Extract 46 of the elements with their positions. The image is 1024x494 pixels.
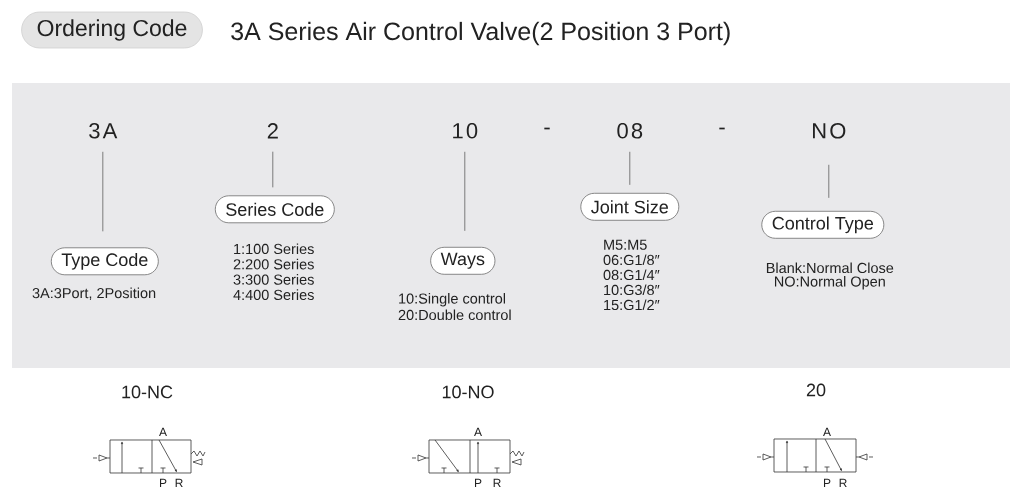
caption: 10-NC bbox=[122, 385, 173, 399]
option-text: 1:100 Series bbox=[234, 243, 314, 255]
leader-line bbox=[629, 151, 631, 186]
category-pill: Ways bbox=[430, 246, 496, 275]
code-text: 2 bbox=[267, 123, 278, 139]
option-text: 20:Double control bbox=[398, 309, 511, 321]
port-label: P bbox=[475, 478, 482, 488]
port-label: A bbox=[159, 427, 167, 437]
port-label: R bbox=[175, 478, 183, 488]
title: 3A Series Air Control Valve(2 Position 3 Port) bbox=[231, 21, 730, 46]
separator-dash: - bbox=[719, 127, 725, 130]
option-text: 06:G1/8″ bbox=[603, 254, 660, 266]
option-text: 4:400 Series bbox=[233, 289, 314, 300]
category-pill: Control Type bbox=[761, 210, 885, 239]
caption: 20 bbox=[806, 383, 826, 397]
option-text: 3A:3Port, 2Position bbox=[32, 287, 156, 300]
option-text: 15:G1/2″ bbox=[604, 299, 660, 311]
leader-line bbox=[102, 151, 104, 232]
category-pill: Joint Size bbox=[580, 192, 680, 221]
port-label: A bbox=[474, 427, 482, 437]
port-label: P bbox=[160, 478, 167, 488]
port-label: R bbox=[493, 478, 501, 488]
option-text: 10:G3/8″ bbox=[604, 284, 660, 296]
port-label: R bbox=[839, 478, 847, 488]
code-text: 10 bbox=[453, 123, 478, 139]
option-text: 08:G1/4″ bbox=[603, 269, 660, 281]
category-pill: Type Code bbox=[50, 247, 159, 276]
code-text: 3A bbox=[89, 123, 118, 139]
code-text: 08 bbox=[617, 123, 643, 139]
panel bbox=[12, 83, 1010, 368]
port-label: A bbox=[823, 427, 831, 437]
separator-dash: - bbox=[544, 127, 550, 130]
heading-pill: Ordering Code bbox=[21, 11, 203, 49]
leader-line bbox=[272, 151, 274, 188]
option-text: Blank:Normal Close bbox=[766, 262, 894, 274]
option-text: 10:Single control bbox=[399, 293, 506, 307]
option-text: 2:200 Series bbox=[233, 258, 314, 270]
leader-line bbox=[464, 151, 466, 232]
option-text: 3:300 Series bbox=[233, 274, 314, 285]
option-text: M5:M5 bbox=[604, 239, 647, 250]
port-label: P bbox=[824, 478, 831, 488]
code-text: NO bbox=[813, 123, 846, 139]
category-pill: Series Code bbox=[214, 195, 335, 224]
option-text: NO:Normal Open bbox=[775, 276, 885, 290]
leader-line bbox=[828, 164, 830, 199]
caption: 10-NO bbox=[442, 385, 494, 399]
